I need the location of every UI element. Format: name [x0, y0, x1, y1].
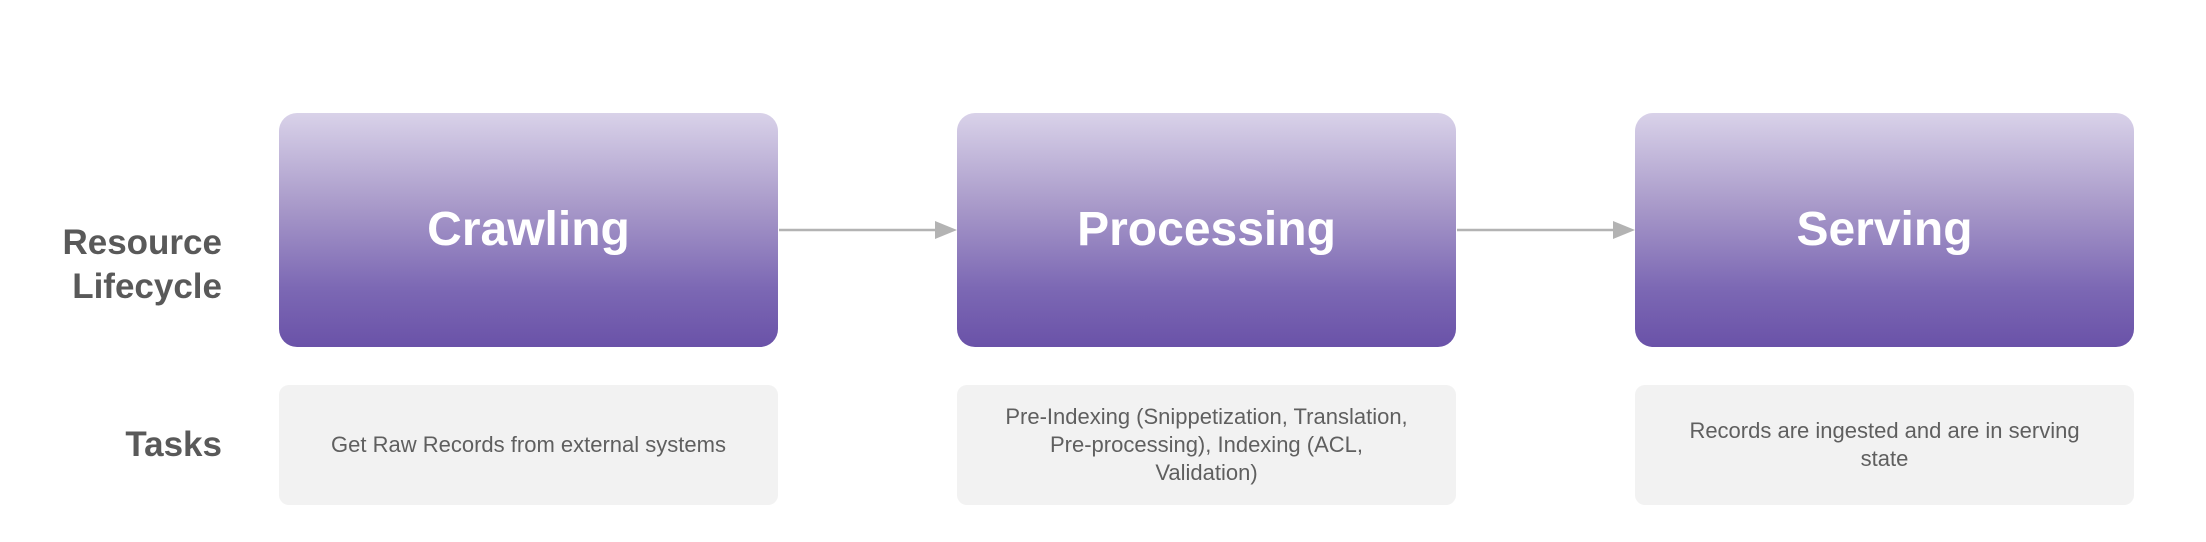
- stage-title-processing: Processing: [1077, 203, 1336, 256]
- arrow-crawling-to-processing: [779, 221, 957, 239]
- task-box-serving: Records are ingested and are in serving …: [1635, 385, 2134, 505]
- arrow-head-icon: [1613, 221, 1635, 239]
- stage-box-processing: Processing: [957, 113, 1456, 347]
- tasks-row-label: Tasks: [125, 425, 222, 464]
- resource-lifecycle-label-line1: Resource: [62, 223, 222, 262]
- resource-lifecycle-row-label: Resource Lifecycle: [22, 221, 222, 309]
- stage-box-serving: Serving: [1635, 113, 2134, 347]
- task-text-serving: Records are ingested and are in serving …: [1689, 418, 2080, 471]
- resource-lifecycle-label-line2: Lifecycle: [72, 267, 222, 306]
- stage-box-crawling: Crawling: [279, 113, 778, 347]
- stage-title-crawling: Crawling: [427, 203, 630, 256]
- arrow-processing-to-serving: [1457, 221, 1635, 239]
- task-box-crawling: Get Raw Records from external systems: [279, 385, 778, 505]
- task-box-processing: Pre-Indexing (Snippetization, Translatio…: [957, 385, 1456, 505]
- stage-title-serving: Serving: [1796, 203, 1973, 256]
- task-text-processing: Pre-Indexing (Snippetization, Translatio…: [1005, 404, 1408, 485]
- task-text-crawling: Get Raw Records from external systems: [331, 432, 726, 457]
- arrow-head-icon: [935, 221, 957, 239]
